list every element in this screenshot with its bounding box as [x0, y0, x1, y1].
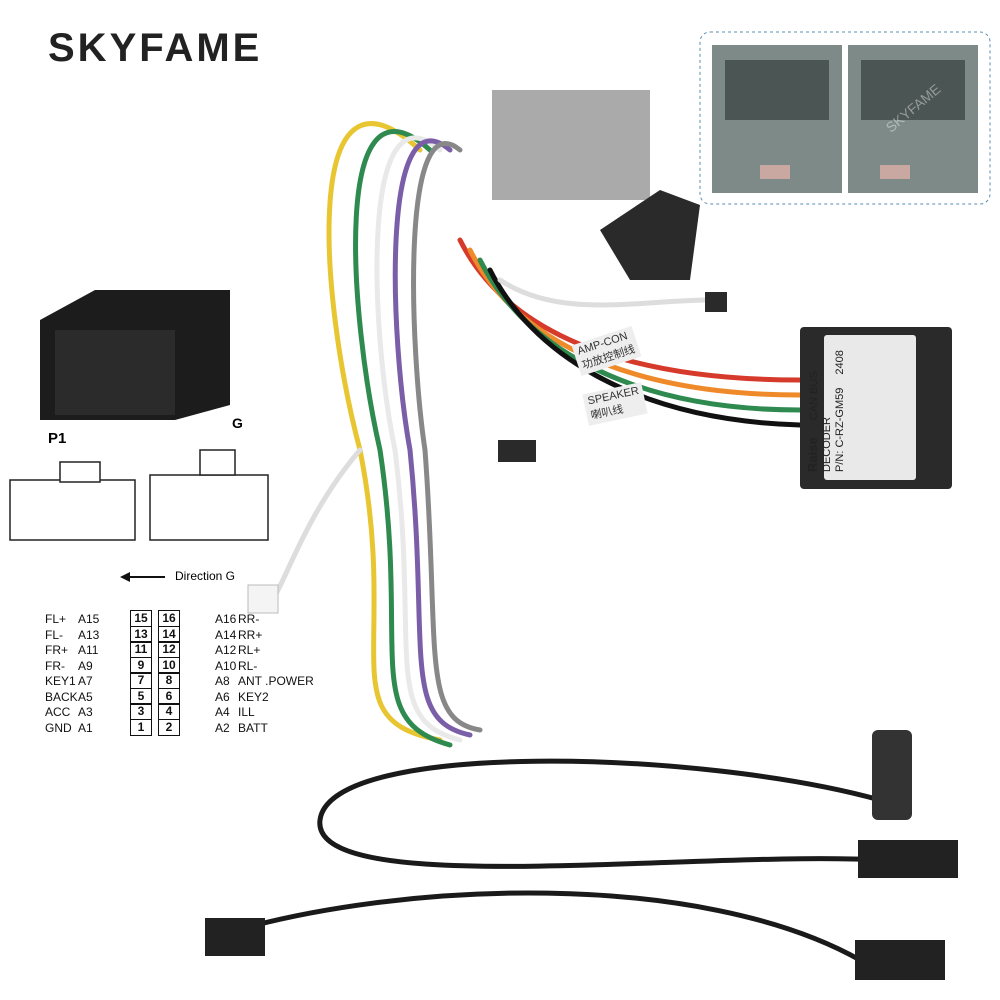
pin-right-number: 4 — [158, 703, 180, 720]
pin-left-name: FL- — [45, 627, 63, 642]
pin-left-number: 11 — [130, 641, 152, 658]
pin-right-number: 2 — [158, 718, 180, 736]
pin-left-code: A9 — [78, 658, 93, 673]
pin-right-code: A10 — [215, 658, 237, 673]
pin-left-code: A3 — [78, 705, 93, 719]
pin-right-name: RR+ — [238, 627, 263, 642]
pin-right-name: RR- — [238, 612, 260, 626]
decoder-label: Raise CAN BUS DECODER P/N: C-RZ-GM59 240… — [805, 322, 847, 472]
brand-logo: SKYFAME — [48, 26, 263, 70]
g-label: G — [232, 415, 243, 431]
pin-right-number: 16 — [158, 610, 180, 627]
decoder-code: 2408 — [834, 350, 846, 375]
pin-left-number: 15 — [130, 610, 152, 627]
pin-left-number: 1 — [130, 718, 152, 736]
can-bus-decoder — [800, 327, 952, 489]
pin-right-name: ILL — [238, 705, 255, 719]
iso-16pin-connector — [40, 290, 230, 420]
pin-right-code: A8 — [215, 674, 230, 688]
pin-left-code: A11 — [78, 643, 99, 657]
pin-right-code: A4 — [215, 705, 230, 719]
pin-left-number: 5 — [130, 687, 152, 705]
pin-right-number: 6 — [158, 687, 180, 705]
white-plug — [247, 584, 279, 614]
antenna-adapter — [858, 840, 958, 878]
pin-right-number: 12 — [158, 641, 180, 658]
pin-left-name: GND — [45, 720, 72, 735]
grey-harness-plug — [492, 90, 650, 200]
pin-left-code: A7 — [78, 674, 93, 688]
pin-left-name: FR+ — [45, 643, 69, 657]
pin-left-number: 9 — [130, 656, 152, 674]
decoder-part-number: P/N: C-RZ-GM59 — [834, 387, 846, 472]
pin-right-name: KEY2 — [238, 689, 269, 704]
wire-harness — [267, 121, 803, 748]
antenna-cable — [219, 758, 881, 963]
pin-left-code: A15 — [78, 612, 100, 626]
pin-left-name: BACK — [45, 689, 78, 704]
pin-left-number: 3 — [130, 703, 152, 720]
pin-left-name: ACC — [45, 705, 71, 719]
pin-right-name: RL- — [238, 658, 258, 673]
pin-right-number: 10 — [158, 656, 180, 674]
pin-right-name: ANT .POWER — [238, 674, 314, 688]
p1-label: P1 — [48, 430, 67, 447]
small-black-plug — [705, 292, 727, 312]
black-harness-plug — [600, 190, 700, 280]
pin-right-name: BATT — [238, 720, 268, 735]
connector-inset — [699, 31, 991, 205]
pin-right-code: A14 — [215, 627, 237, 642]
pin-left-name: FR- — [45, 658, 65, 673]
pin-right-name: RL+ — [238, 643, 261, 657]
pin-right-code: A2 — [215, 720, 230, 735]
pin-left-number: 7 — [130, 672, 152, 689]
pin-left-code: A5 — [78, 689, 93, 704]
g-connector-drawing — [149, 449, 269, 541]
pin-left-number: 13 — [130, 625, 152, 643]
usb-female-connector — [205, 918, 265, 956]
pin-left-name: KEY1 — [45, 674, 76, 688]
pin-left-name: FL+ — [45, 612, 67, 626]
pin-left-code: A13 — [78, 627, 100, 642]
direction-label: Direction G — [175, 569, 236, 583]
pin-right-code: A16 — [215, 612, 237, 626]
pin-right-code: A6 — [215, 689, 230, 704]
pin-right-number: 14 — [158, 625, 180, 643]
pin-right-number: 8 — [158, 672, 180, 689]
antenna-plug — [872, 730, 912, 820]
usb-male-connector — [855, 940, 945, 980]
decoder-brand: Raise — [805, 437, 820, 472]
pin-left-code: A1 — [78, 720, 93, 735]
black-2pin-plug — [498, 440, 536, 462]
p1-connector-drawing — [9, 461, 136, 541]
pin-right-code: A12 — [215, 643, 237, 657]
